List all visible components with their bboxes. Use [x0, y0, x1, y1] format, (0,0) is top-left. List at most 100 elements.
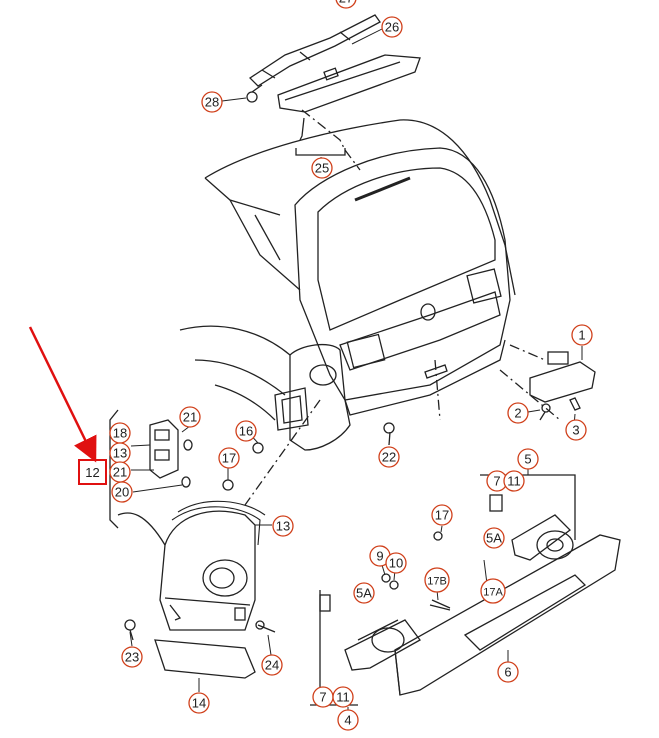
callout-text: 21	[113, 465, 127, 480]
callout-circle	[188, 692, 210, 714]
callout-c5Aa: 5A	[483, 527, 505, 549]
callout-c17a: 17	[218, 447, 240, 469]
callout-circle	[497, 661, 519, 683]
callout-c23: 23	[121, 646, 143, 668]
callout-text: 16	[239, 424, 253, 439]
callout-circle	[480, 578, 506, 604]
callout-text: 28	[205, 95, 219, 110]
callout-c24: 24	[261, 654, 283, 676]
brake-light-assembly	[246, 14, 421, 156]
callout-circle	[483, 527, 505, 549]
callout-text: 17	[435, 508, 449, 523]
callout-circle	[565, 419, 587, 441]
callout-text: 4	[344, 713, 351, 728]
callout-text: 17A	[483, 587, 503, 599]
callout-text: 17B	[427, 576, 447, 588]
callout-circle	[332, 686, 354, 708]
callout-circle	[337, 709, 359, 731]
callout-circle	[507, 402, 529, 424]
callout-c18: 18	[109, 422, 131, 444]
callout-circle	[311, 157, 333, 179]
callout-c20: 20	[111, 481, 133, 503]
callout-circle	[261, 654, 283, 676]
leader-lines	[129, 26, 583, 718]
highlighted-part-label: 12	[85, 465, 99, 480]
callout-circle	[503, 470, 525, 492]
callout-c22: 22	[378, 446, 400, 468]
callout-text: 7	[493, 474, 500, 489]
highlight-box	[78, 459, 107, 485]
callout-c25: 25	[311, 157, 333, 179]
callout-text: 10	[389, 556, 403, 571]
callout-c3: 3	[565, 419, 587, 441]
callout-text: 9	[376, 549, 383, 564]
callout-c21b: 21	[109, 461, 131, 483]
callout-text: 22	[382, 450, 396, 465]
callout-c28: 28	[201, 91, 223, 113]
callout-circle	[571, 324, 593, 346]
callout-text: 18	[113, 426, 127, 441]
callout-c7a: 7	[486, 470, 508, 492]
callout-c7b: 7	[312, 686, 334, 708]
callout-circle	[378, 446, 400, 468]
callout-c6: 6	[497, 661, 519, 683]
latch-components	[529, 351, 596, 421]
pointer-arrow	[28, 326, 97, 463]
callout-text: 26	[385, 20, 399, 35]
callout-text: 24	[265, 658, 279, 673]
callout-text: 7	[319, 690, 326, 705]
callout-c17A: 17A	[480, 578, 506, 604]
callout-c21a: 21	[179, 406, 201, 428]
callout-circle	[111, 481, 133, 503]
callout-circle	[121, 646, 143, 668]
callout-circle	[201, 91, 223, 113]
callout-c1: 1	[571, 324, 593, 346]
callout-c2: 2	[507, 402, 529, 424]
vehicle-body	[179, 119, 561, 506]
callout-text: 20	[115, 485, 129, 500]
callout-c13a: 13	[109, 442, 131, 464]
callout-c5Ab: 5A	[353, 582, 375, 604]
callout-c11b: 11	[332, 686, 354, 708]
plate-trim	[310, 422, 621, 706]
callout-text: 14	[192, 696, 206, 711]
callout-labels: 2726282512321181321201617221323241457115…	[85, 0, 593, 731]
callout-circle	[235, 420, 257, 442]
callout-c27: 27	[335, 0, 357, 9]
callout-text: 2	[514, 406, 521, 421]
callout-c26: 26	[381, 16, 403, 38]
callout-c9: 9	[369, 545, 391, 567]
callout-text: 23	[125, 650, 139, 665]
callout-circle	[517, 448, 539, 470]
callout-circle	[381, 16, 403, 38]
callout-text: 6	[504, 665, 511, 680]
callout-circle	[179, 406, 201, 428]
callout-c4: 4	[337, 709, 359, 731]
callout-c14: 14	[188, 692, 210, 714]
callout-circle	[385, 552, 407, 574]
callout-text: 3	[572, 423, 579, 438]
taillight-housing	[124, 442, 276, 679]
callout-text: 5A	[356, 586, 372, 601]
callout-text: 1	[578, 328, 585, 343]
callout-text: 21	[183, 410, 197, 425]
callout-text: 5	[524, 452, 531, 467]
callout-text: 17	[222, 451, 236, 466]
callout-c10: 10	[385, 552, 407, 574]
callout-text: 5A	[486, 531, 502, 546]
callout-circle	[353, 582, 375, 604]
callout-c5: 5	[517, 448, 539, 470]
callout-c11a: 11	[503, 470, 525, 492]
callout-text: 25	[315, 161, 329, 176]
callout-text: 27	[339, 0, 353, 6]
callout-circle	[424, 567, 450, 593]
callout-circle	[218, 447, 240, 469]
callout-circle	[272, 515, 294, 537]
callout-text: 13	[276, 519, 290, 534]
callout-circle	[335, 0, 357, 9]
callout-text: 13	[113, 446, 127, 461]
callout-text: 11	[507, 474, 521, 489]
callout-c17B: 17B	[424, 567, 450, 593]
